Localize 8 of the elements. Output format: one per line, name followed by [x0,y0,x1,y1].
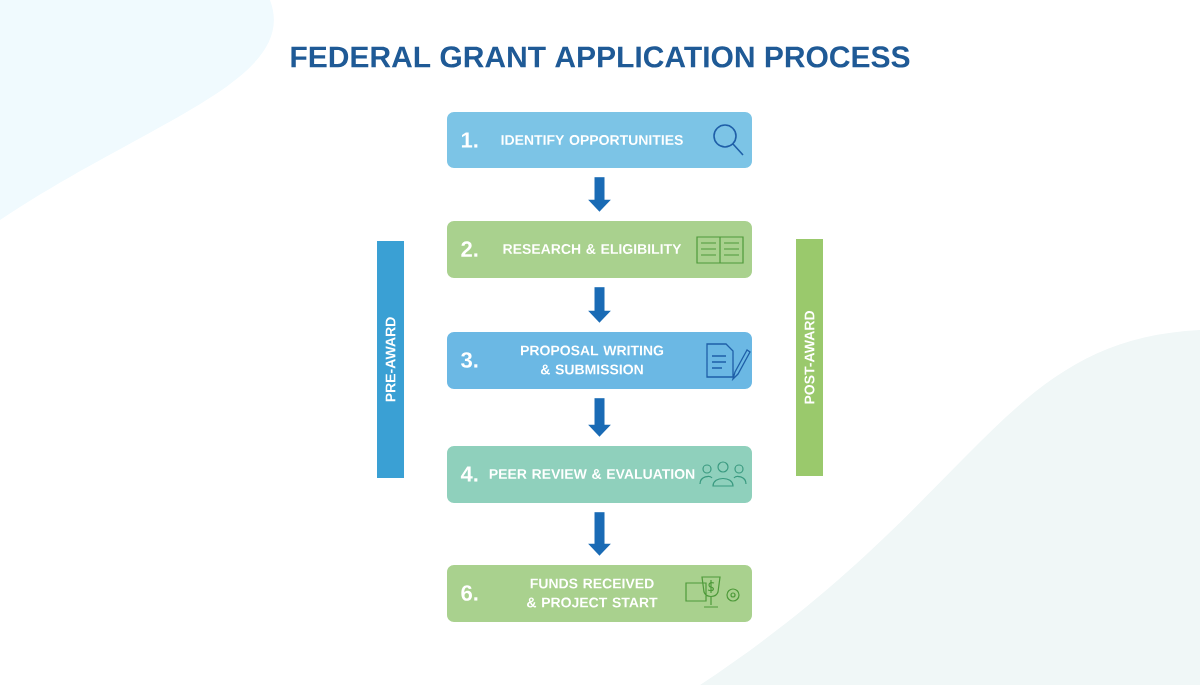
step-box: 6. FUNDS RECEIVED & PROJECT START [447,565,752,622]
title: FEDERAL GRANT APPLICATION PROCESS [291,46,910,68]
step-box: 4. PEER REVIEW & EVALUATION [447,446,752,503]
step-box: 3. PROPOSAL WRITING & SUBMISSION [447,332,752,389]
phase-bar: PRE-AWARD [377,241,404,478]
step-box: 1. IDENTIFY OPPORTUNITIES [447,112,752,168]
phase-bar: POST-AWARD [796,239,823,476]
step-box: 2. RESEARCH & ELIGIBILITY [447,221,752,278]
